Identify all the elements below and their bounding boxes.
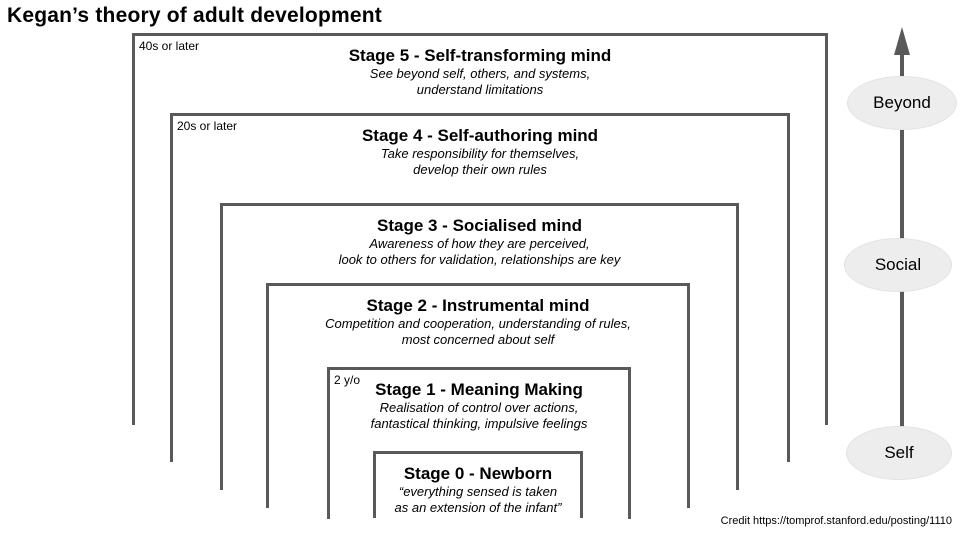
stage-1-box: 2 y/o Stage 1 - Meaning Making Realisati… [327,367,631,519]
axis-label-social: Social [844,238,952,292]
stage-4-subtitle-line-1: Take responsibility for themselves, [380,146,580,161]
stage-0-heading: Stage 0 - Newborn [403,464,553,483]
stage-3-subtitle-line-1: Awareness of how they are perceived, [369,236,590,251]
stage-4-subtitle-line-2: develop their own rules [413,162,547,177]
stage-4-heading: Stage 4 - Self-authoring mind [361,126,599,145]
stage-0-subtitle-line-1: “everything sensed is taken [398,484,558,499]
stage-2-text: Stage 2 - Instrumental mind Competition … [269,286,687,348]
stage-2-subtitle-line-2: most concerned about self [401,332,555,347]
stage-5-box: 40s or later Stage 5 - Self-transforming… [132,33,828,425]
page-title: Kegan’s theory of adult development [7,4,382,27]
stage-2-subtitle-line-1: Competition and cooperation, understandi… [325,316,631,331]
stage-5-heading: Stage 5 - Self-transforming mind [348,46,612,65]
stage-5-subtitle-line-2: understand limitations [416,82,544,97]
stage-1-subtitle-line-1: Realisation of control over actions, [379,400,579,415]
stage-4-box: 20s or later Stage 4 - Self-authoring mi… [170,113,790,462]
stage-4-text: Stage 4 - Self-authoring mind Take respo… [173,116,787,178]
stage-1-heading: Stage 1 - Meaning Making [375,380,583,399]
credit-text: Credit https://tomprof.stanford.edu/post… [720,515,952,527]
axis-label-self: Self [846,426,952,480]
axis-label-beyond: Beyond [847,76,957,130]
stage-0-text: Stage 0 - Newborn “everything sensed is … [376,454,580,516]
axis-label-social-text: Social [874,255,922,274]
stage-0-box: Stage 0 - Newborn “everything sensed is … [373,451,583,518]
stage-3-text: Stage 3 - Socialised mind Awareness of h… [223,206,736,268]
stage-2-box: Stage 2 - Instrumental mind Competition … [266,283,690,508]
stage-5-age-label: 40s or later [139,39,200,53]
up-arrow-icon [894,27,910,55]
stage-3-heading: Stage 3 - Socialised mind [376,216,582,235]
stage-1-subtitle-line-2: fantastical thinking, impulsive feelings [370,416,588,431]
stage-3-subtitle-line-2: look to others for validation, relations… [338,252,621,267]
stage-1-age-label: 2 y/o [334,373,361,387]
stage-5-text: Stage 5 - Self-transforming mind See bey… [135,36,825,98]
stage-4-age-label: 20s or later [177,119,238,133]
stage-2-heading: Stage 2 - Instrumental mind [366,296,590,315]
axis-label-self-text: Self [884,443,914,462]
stage-1-text: Stage 1 - Meaning Making Realisation of … [330,370,628,432]
axis-label-beyond-text: Beyond [873,93,931,112]
stage-5-subtitle-line-1: See beyond self, others, and systems, [369,66,591,81]
stage-3-box: Stage 3 - Socialised mind Awareness of h… [220,203,739,490]
stage-0-subtitle-line-2: as an extension of the infant” [394,500,562,515]
